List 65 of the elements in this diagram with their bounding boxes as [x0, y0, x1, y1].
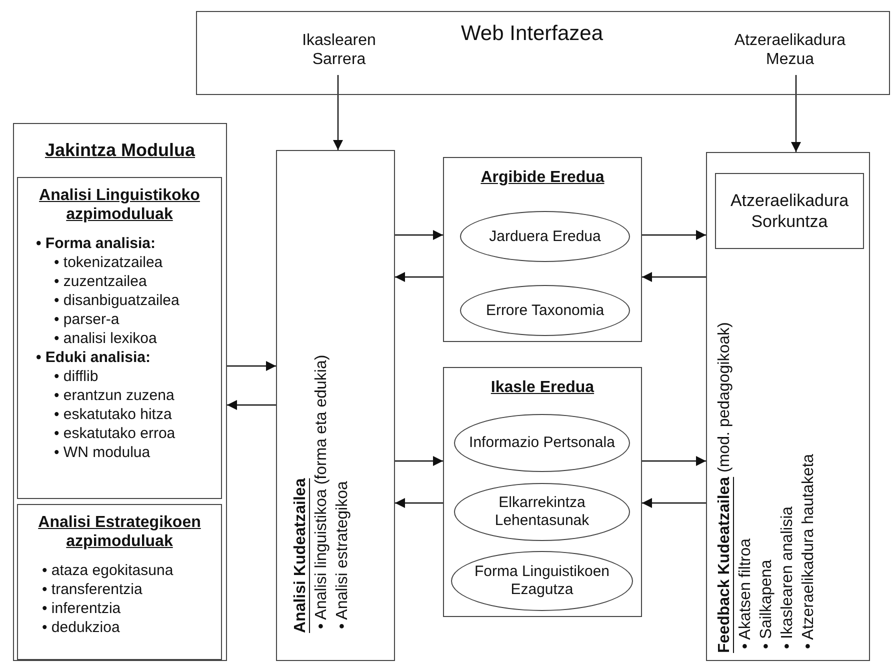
list-item: • Forma analisia:: [36, 234, 156, 254]
section-heading: Analisi Kudeatzailea: [292, 478, 309, 633]
list-item: • eskatutako hitza: [54, 405, 173, 424]
node-label: Jarduera Eredua: [489, 228, 601, 246]
node-label: Ikaslearen Sarrera: [284, 31, 394, 75]
list-item: • inferentzia: [42, 599, 122, 618]
panel-title: Web Interfazea: [460, 22, 604, 46]
list-item: • Atzeraelikadura hautaketa: [799, 452, 818, 649]
section-heading: Feedback Kudeatzailea: [716, 476, 733, 653]
model-box: [443, 367, 642, 617]
module-panel: [13, 123, 227, 661]
list-item: • difflib: [54, 367, 100, 386]
arrow: [395, 272, 443, 282]
manager-box: [706, 152, 870, 661]
node-label: Forma Linguistikoen Ezagutza: [473, 563, 611, 599]
model-box: [443, 157, 642, 342]
list-item: • disanbiguatzailea: [54, 291, 180, 310]
list-item: • parser-a: [54, 310, 120, 330]
oval-node: [454, 483, 630, 541]
list-item: • Analisi linguistikoa (forma eta edukia): [312, 354, 331, 629]
node-label: (mod. pedagogikoak): [716, 322, 733, 472]
list-item: • analisi lexikoa: [54, 329, 158, 348]
list-item: • transferentzia: [42, 580, 144, 600]
list-item: • Akatsen filtroa: [736, 537, 755, 649]
process-box: [715, 173, 864, 249]
section-heading: Jakintza Modulua: [44, 140, 196, 162]
arrow: [227, 361, 276, 371]
arrow: [333, 75, 343, 150]
node-label: Atzeraelikadura Mezua: [729, 31, 851, 75]
oval-node: [460, 211, 630, 262]
arrow: [395, 498, 443, 508]
oval-node: [460, 285, 630, 336]
list-item: • Sailkapena: [757, 558, 776, 649]
arrow: [791, 75, 801, 152]
list-item: • zuzentzailea: [54, 272, 148, 292]
arrow: [395, 456, 443, 466]
section-heading: Ikasle Eredua: [490, 378, 596, 398]
node-label: Elkarrekintza Lehentasunak: [494, 494, 590, 530]
list-item: • tokenizatzailea: [54, 253, 164, 272]
arrow: [642, 230, 706, 240]
node-label: Atzeraelikadura Sorkuntza: [729, 190, 850, 232]
list-item: • dedukzioa: [42, 618, 121, 638]
submodule-box: [17, 504, 222, 660]
section-heading: Argibide Eredua: [480, 168, 606, 188]
list-item: • WN modulua: [54, 443, 152, 462]
manager-box: [276, 150, 395, 661]
arrow: [642, 272, 706, 282]
list-item: • eskatutako erroa: [54, 424, 176, 444]
section-heading: Analisi Estrategikoen azpimoduluak: [37, 513, 202, 552]
oval-node: [454, 414, 630, 472]
arrow: [395, 230, 443, 240]
node-label: Informazio Pertsonala: [469, 434, 615, 452]
arrow: [642, 498, 706, 508]
list-item: • erantzun zuzena: [54, 386, 176, 406]
node-label: Errore Taxonomia: [486, 302, 604, 320]
list-item: • Ikaslearen analisia: [778, 505, 797, 649]
arrow: [227, 400, 276, 410]
arrow: [642, 456, 706, 466]
list-item: • Eduki analisia:: [36, 348, 152, 368]
list-item: • Analisi estrategikoa: [333, 480, 352, 629]
list-item: • ataza egokitasuna: [42, 561, 174, 580]
section-heading: Analisi Linguistikoko azpimoduluak: [38, 186, 201, 224]
oval-node: [451, 551, 633, 611]
submodule-box: [17, 177, 222, 499]
interface-panel: [196, 11, 890, 95]
